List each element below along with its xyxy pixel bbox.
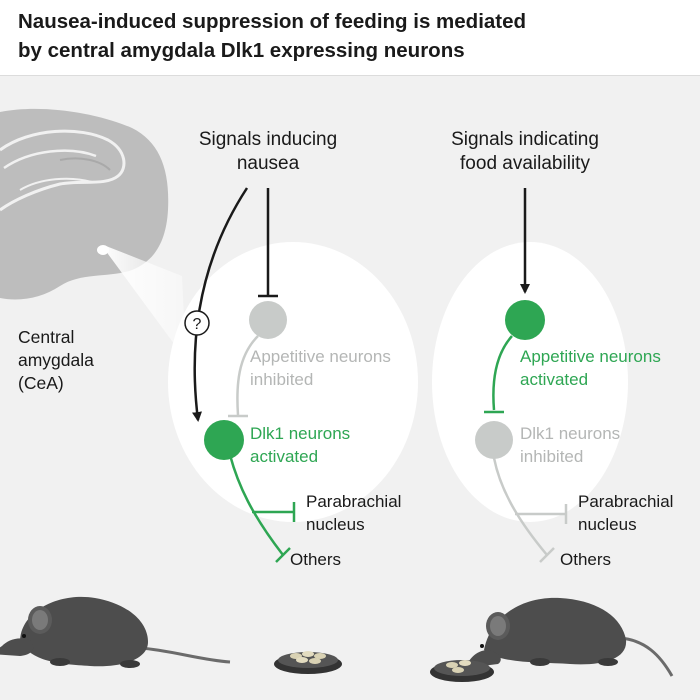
left-parabrachial-line-1: Parabrachial (306, 492, 402, 511)
left-signal-label: Signals inducing nausea (168, 128, 368, 176)
right-food-dish (430, 660, 494, 682)
right-parabrachial-line-1: Parabrachial (578, 492, 674, 511)
cea-highlight (97, 245, 109, 255)
left-dlk1-neuron (204, 420, 244, 460)
title-line-2: by central amygdala Dlk1 expressing neur… (18, 39, 465, 62)
right-pathways (484, 188, 568, 563)
cea-label-line-1: Central (18, 327, 75, 347)
right-parabrachial-line-2: nucleus (578, 515, 637, 534)
left-signal-line-1: Signals inducing (198, 129, 338, 150)
left-others-label: Others (290, 550, 342, 569)
nausea-to-dlk1-arrow (192, 187, 249, 422)
page-title: Nausea-induced suppression of feeding is… (18, 7, 688, 65)
right-dlk1-neuron (475, 421, 513, 459)
left-dlk1-line-1: Dlk1 neurons (250, 424, 351, 443)
title-line-1: Nausea-induced suppression of feeding is… (18, 10, 527, 33)
right-signal-line-2: food availability (460, 153, 590, 174)
right-appetitive-line-1: Appetitive neurons (520, 347, 661, 366)
left-appetitive-label: Appetitive neurons inhibited (250, 345, 391, 391)
zoom-beam (106, 246, 186, 360)
right-parabrachial-label: Parabrachial nucleus (578, 490, 673, 536)
right-appetitive-line-2: activated (520, 370, 589, 389)
dlk1-others-bar (275, 547, 291, 563)
cea-label-line-2: amygdala (18, 350, 94, 370)
right-appetitive-neuron (505, 300, 545, 340)
left-appetitive-neuron (249, 301, 287, 339)
left-appetitive-line-1: Appetitive neurons (250, 347, 391, 366)
dlk1-output-line (228, 454, 284, 556)
right-dlk1-line-1: Dlk1 neurons (520, 424, 621, 443)
right-dlk1-label: Dlk1 neurons inhibited (520, 422, 620, 468)
right-others-label: Others (560, 550, 612, 569)
left-food-dish (274, 651, 342, 674)
left-parabrachial-label: Parabrachial nucleus (306, 490, 401, 536)
header-bar: Nausea-induced suppression of feeding is… (0, 0, 700, 76)
left-dlk1-line-2: activated (250, 447, 319, 466)
right-appetitive-label: Appetitive neurons activated (520, 345, 661, 391)
right-mouse-illustration (466, 597, 674, 677)
appetitive-to-dlk1-gray-line (236, 335, 259, 416)
right-dlk1-line-2: inhibited (520, 447, 584, 466)
left-question-mark: ? (193, 316, 202, 333)
left-pathways (192, 187, 296, 563)
left-parabrachial-line-2: nucleus (306, 515, 365, 534)
left-signal-line-2: nausea (236, 153, 300, 174)
appetitive-to-dlk1-green-line (492, 335, 513, 411)
cea-label-line-3: (CeA) (18, 373, 64, 393)
right-signal-line-1: Signals indicating (451, 129, 599, 150)
right-signal-label: Signals indicating food availability (415, 128, 635, 176)
right-dlk1-output-line (492, 457, 548, 556)
left-dlk1-label: Dlk1 neurons activated (250, 422, 350, 468)
left-mouse-illustration (0, 596, 231, 668)
right-dlk1-others-bar (539, 547, 555, 563)
cea-label: Central amygdala (CeA) (18, 326, 94, 395)
brain-section-illustration (0, 108, 169, 300)
left-appetitive-line-2: inhibited (250, 370, 314, 389)
left-question-circle (184, 310, 210, 336)
